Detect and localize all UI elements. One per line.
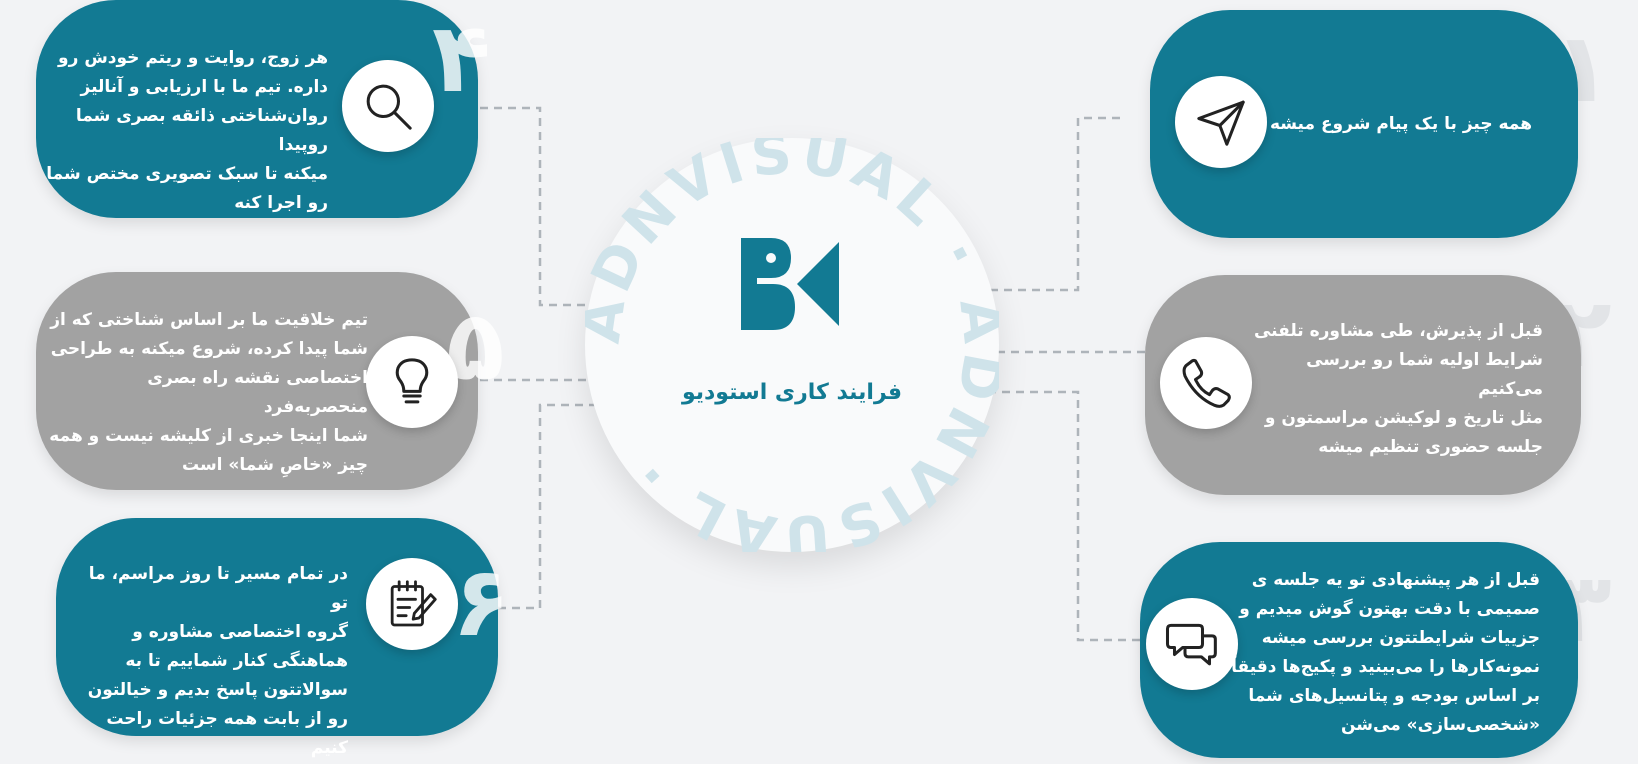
step-icon-1 — [1175, 76, 1267, 168]
lightbulb-icon — [395, 358, 429, 404]
step-card-5: ۵ تیم خلاقیت ما بر اساس شناختی که از شما… — [36, 272, 505, 490]
step-icon-5 — [366, 336, 458, 428]
step-icon-2 — [1160, 337, 1252, 429]
step-icon-4 — [342, 60, 434, 152]
step-text-6: در تمام مسیر تا روز مراسم، ما تو گروه اخ… — [87, 564, 348, 758]
step-icon-6 — [366, 558, 458, 650]
step-icon-3 — [1146, 598, 1238, 690]
connector-step-4 — [480, 106, 612, 307]
step-text-3: قبل از هر پیشنهادی تو یه جلسه ی صمیمی با… — [1231, 570, 1540, 735]
step-card-4: ۴ هر زوج، روایت و ریتم خودش رو داره. تیم… — [36, 0, 491, 218]
step-text-4: هر زوج، روایت و ریتم خودش رو داره. تیم م… — [46, 48, 328, 213]
connector-step-6 — [498, 403, 612, 610]
chat-bubbles-icon — [1165, 623, 1217, 666]
brand-ring-text: ADNVISUAL · ADNVISUAL · — [585, 138, 999, 552]
step-text-5: تیم خلاقیت ما بر اساس شناختی که از شما پ… — [49, 310, 368, 475]
phone-icon — [1182, 358, 1231, 408]
step-text-2: قبل از پذیرش، طی مشاوره تلفنی شرایط اولی… — [1253, 321, 1543, 457]
step-card-6: ۶ در تمام مسیر تا روز مراسم، ما تو گروه … — [56, 518, 511, 758]
connector-step-3 — [985, 390, 1140, 642]
send-icon — [1197, 100, 1245, 146]
center-hub: ADNVISUAL · ADNVISUAL · فرایند کاری استو… — [585, 138, 999, 552]
search-icon — [366, 84, 412, 130]
step-card-3: قبل از هر پیشنهادی تو یه جلسه ی صمیمی با… — [1140, 542, 1578, 758]
step-card-2: قبل از پذیرش، طی مشاوره تلفنی شرایط اولی… — [1145, 275, 1581, 495]
hub-title: فرایند کاری استودیو — [681, 380, 903, 405]
brand-ring: ADNVISUAL · ADNVISUAL · — [585, 138, 999, 552]
notepad-pen-icon — [390, 580, 437, 627]
step-number-6: ۶ — [452, 546, 511, 658]
step-number-4: ۴ — [432, 2, 491, 114]
step-text-1: همه چیز با یک پیام شروع میشه — [1269, 114, 1532, 134]
brand-logo — [741, 238, 839, 330]
connector-step-1 — [960, 116, 1120, 292]
step-card-1: همه چیز با یک پیام شروع میشه — [1150, 10, 1578, 238]
